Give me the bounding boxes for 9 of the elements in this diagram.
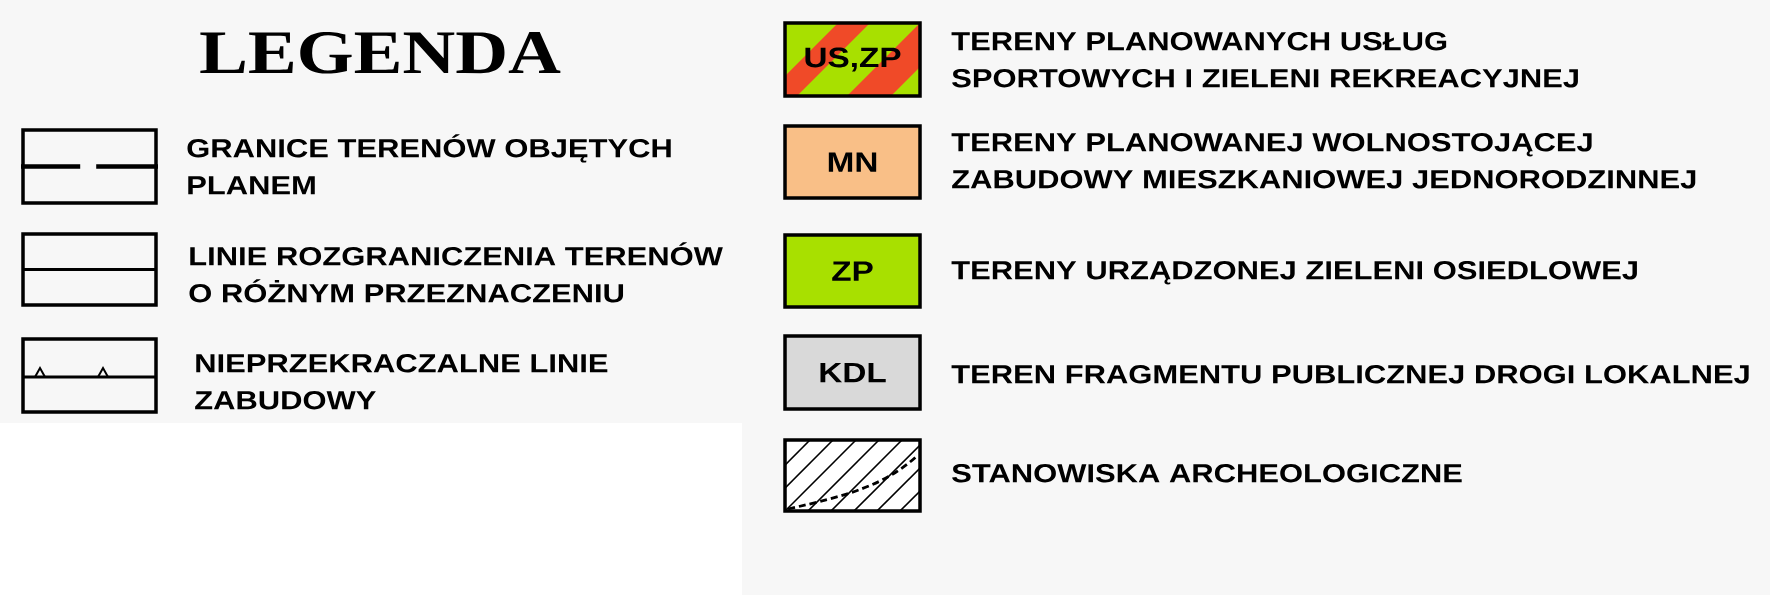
legend-text: TEREN FRAGMENTU PUBLICZNEJ DROGI LOKALNEJ: [951, 365, 1749, 384]
legend-text: TERENY URZĄDZONEJ ZIELENI OSIEDLOWEJ: [951, 261, 1637, 285]
legend-text: STANOWISKA ARCHEOLOGICZNE: [952, 464, 1462, 483]
legend-text: GRANICE TERENÓW OBJĘTYCH PLANEM: [187, 134, 671, 195]
legend-title: LEGENDA: [200, 31, 561, 74]
legend-text: NIEPRZEKRACZALNE LINIE ZABUDOWY: [195, 354, 608, 410]
legend-text: TERENY PLANOWANEJ WOLNOSTOJĄCEJ ZABUDOWY MIESZKANIOWEJ JEDNORODZINNEJ: [951, 133, 1696, 189]
legend-text: TERENY PLANOWANYCH USŁUG SPORTOWYCH I ZIELENI REKREACYJNEJ: [951, 32, 1578, 88]
legend-text: LINIE ROZGRANICZENIA TERENÓW O RÓŻNYM PRZEZNACZENIU: [189, 242, 723, 303]
